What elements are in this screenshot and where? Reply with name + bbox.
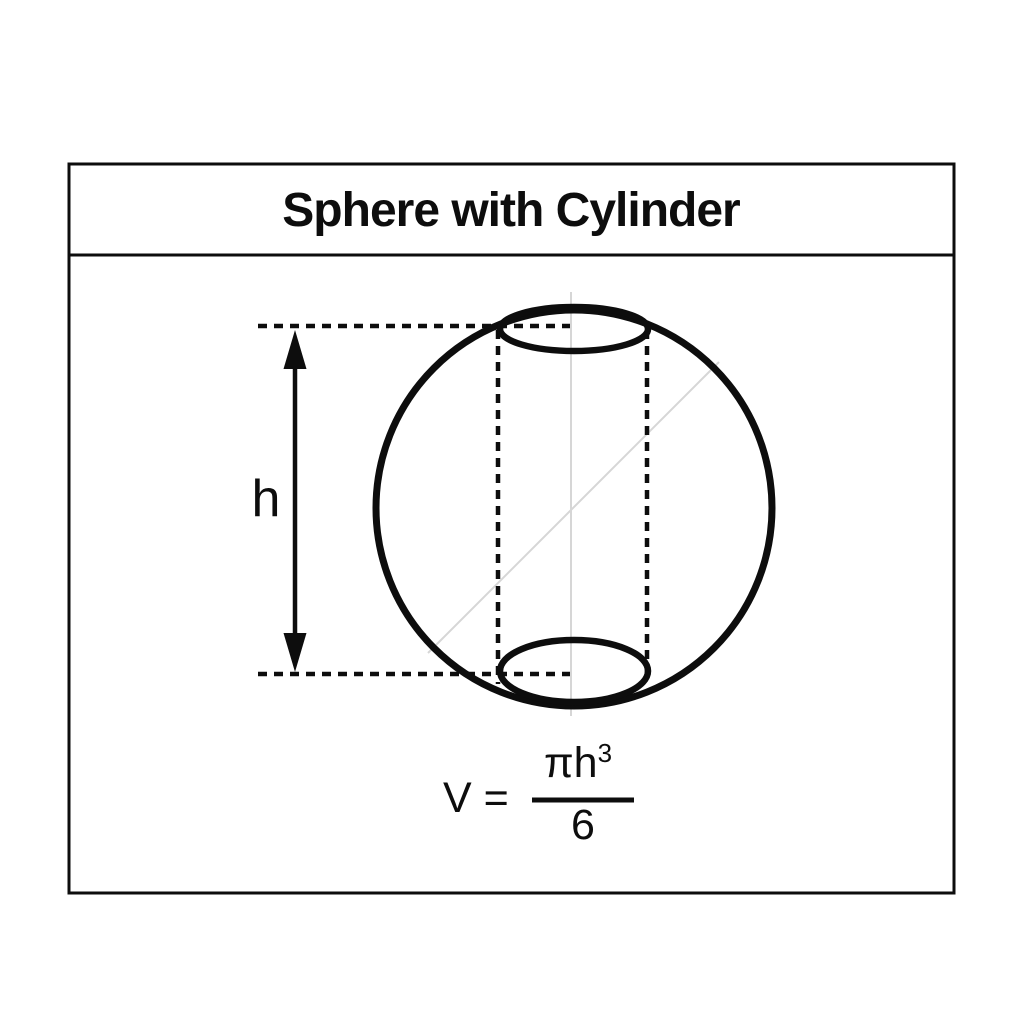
height-label: h <box>252 470 281 528</box>
formula-denominator: 6 <box>571 801 595 849</box>
guide-lines <box>427 292 720 716</box>
height-arrow <box>283 330 307 672</box>
formula-lhs: V = <box>443 774 509 822</box>
formula-numerator-exponent: 3 <box>598 738 612 768</box>
cylinder-construction-lines <box>258 323 650 684</box>
diagram-title: Sphere with Cylinder <box>282 184 740 237</box>
arrowhead-down-icon <box>283 633 307 672</box>
cylinder-top-ellipse <box>496 303 652 355</box>
diagonal-radius-guide-line <box>427 361 720 654</box>
cylinder-bottom-ellipse <box>496 636 652 706</box>
outer-frame <box>67 162 956 895</box>
formula-numerator-base: πh <box>544 739 598 787</box>
formula-numerator: πh3 <box>544 738 612 787</box>
arrowhead-up-icon <box>283 330 307 369</box>
volume-formula: V = πh3 6 <box>443 738 634 849</box>
